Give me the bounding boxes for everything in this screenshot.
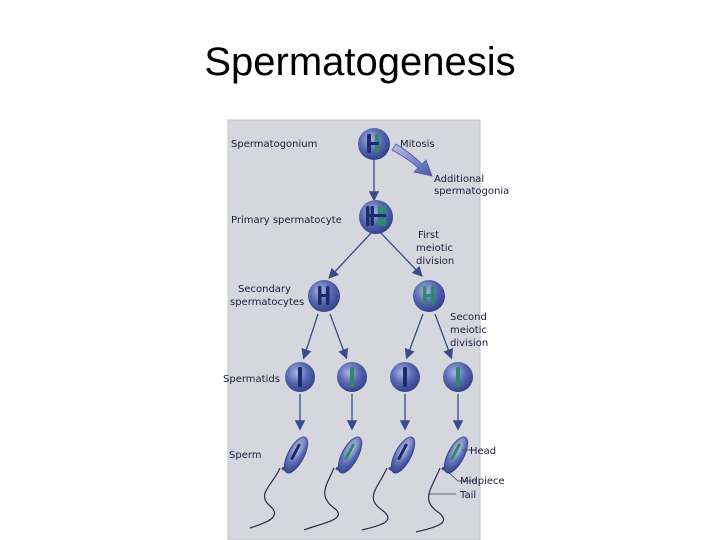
label-head: Head: [470, 446, 496, 457]
figure-panel: [228, 120, 480, 540]
label-additional-line2: spermatogonia: [434, 186, 509, 197]
label-secondary-line2: spermatocytes: [230, 297, 304, 308]
spermatogonium-cell: [358, 128, 390, 160]
label-second-line2: meiotic: [450, 325, 487, 336]
spermatid-cell: [285, 362, 315, 392]
sperm-cell: [361, 436, 416, 531]
sperm-cell: [249, 436, 309, 529]
label-additional-line1: Additional: [434, 174, 484, 185]
mitosis-callout-arrow: [391, 143, 433, 177]
secondary-spermatocyte-cell: [308, 280, 340, 312]
label-second-line1: Second: [450, 312, 487, 323]
lineage-arrows: [294, 160, 464, 431]
slide-title: Spermatogenesis: [204, 40, 516, 84]
label-sperm: Sperm: [229, 450, 262, 461]
spermatid-cell: [337, 362, 367, 392]
label-tail: Tail: [459, 490, 476, 501]
label-second-line3: division: [450, 338, 488, 349]
label-spermatogonium: Spermatogonium: [231, 139, 317, 150]
label-mitosis: Mitosis: [400, 139, 435, 150]
part-leader-lines: [428, 449, 476, 495]
label-first-line3: division: [416, 256, 454, 267]
label-first-line1: First: [418, 230, 439, 241]
sperm-cell: [303, 436, 363, 531]
sperm-cell: [415, 436, 469, 533]
spermatid-cell: [443, 362, 473, 392]
label-midpiece: Midpiece: [460, 476, 505, 487]
spermatid-cell: [390, 362, 420, 392]
label-secondary-line1: Secondary: [238, 284, 291, 295]
label-primary-spermatocyte: Primary spermatocyte: [231, 215, 342, 226]
secondary-spermatocyte-cell: [413, 280, 445, 312]
label-spermatids: Spermatids: [223, 374, 280, 385]
primary-spermatocyte-cell: [359, 200, 393, 234]
label-first-line2: meiotic: [416, 243, 453, 254]
